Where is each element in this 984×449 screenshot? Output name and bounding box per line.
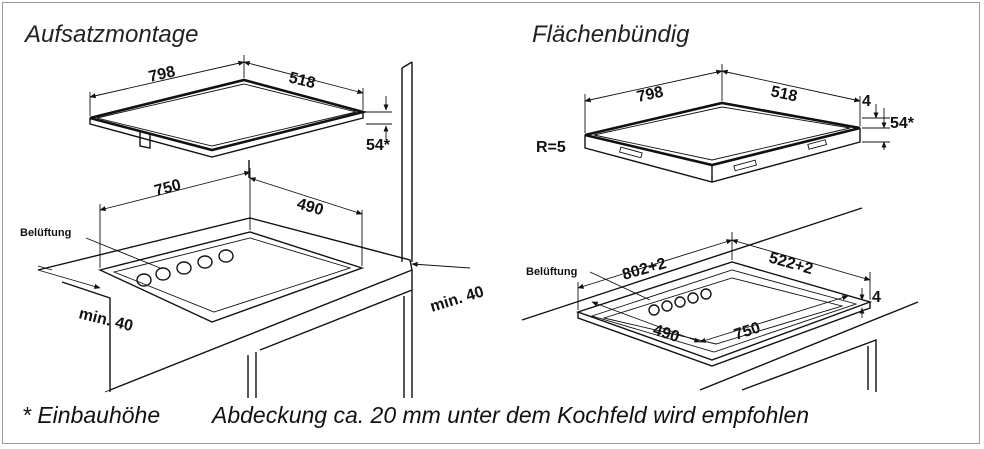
right-dim-thickness: 4 [862,93,871,110]
left-dim-min-right: min. 40 [428,283,486,315]
right-countertop [521,207,919,392]
right-dim-cutout-width: 750 [732,319,763,343]
right-dim-top-width: 798 [635,84,665,106]
right-dim-lines-top [584,64,890,150]
footnote-abdeckung: Abdeckung ca. 20 mm unter dem Kochfeld w… [210,402,809,428]
title-aufsatzmontage: Aufsatzmontage [23,21,198,48]
left-dim-height: 54* [366,137,391,154]
right-dim-cutout-depth: 490 [651,322,682,346]
footnote-einbauhoehe: * Einbauhöhe [22,402,160,428]
left-dim-top-width: 798 [147,63,177,86]
left-wall [401,61,413,262]
right-dim-radius: R=5 [536,139,566,156]
right-dim-lines-rebate [577,232,871,343]
right-label-beluftung: Belüftung [526,266,577,278]
left-vent-holes [136,249,234,287]
diagram-frame [2,2,980,444]
title-flachenbundig: Flächenbündig [532,21,690,48]
left-dim-cutout-depth: 490 [295,196,325,220]
right-hob [584,101,861,183]
right-dim-top-depth: 518 [769,83,799,105]
left-dim-top-depth: 518 [287,69,317,92]
left-dim-min-left: min. 40 [77,305,135,335]
right-dim-rebate-thickness: 4 [872,289,881,306]
left-countertop [37,217,413,398]
left-dim-lines-top [89,55,392,140]
right-vent-holes [648,288,712,316]
left-dim-cutout-width: 750 [153,177,183,200]
right-dim-height: 54* [890,115,915,132]
left-dim-lines-cutout [37,168,471,289]
left-label-beluftung: Belüftung [20,227,71,239]
left-hob [89,78,369,158]
